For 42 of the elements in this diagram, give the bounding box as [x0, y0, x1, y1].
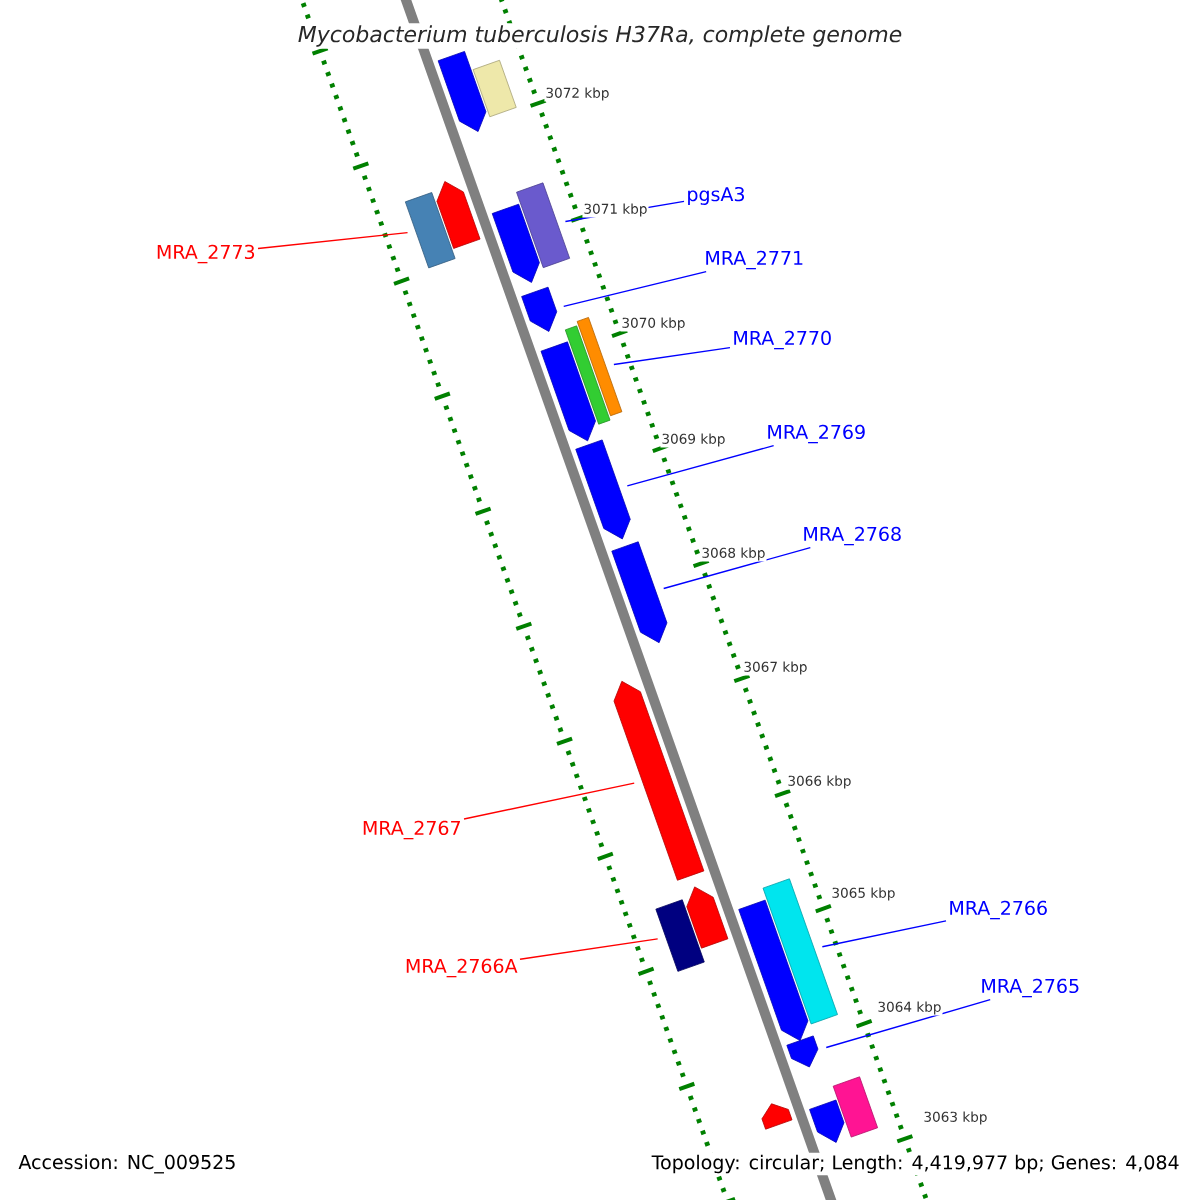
gene-block — [738, 899, 809, 1041]
gene-block — [521, 286, 558, 332]
leader-line — [662, 547, 811, 590]
gene-label: MRA_2766 — [950, 900, 1047, 920]
gene-label: MRA_2770 — [734, 330, 831, 350]
accession-text: Accession: NC_009525 — [16, 1152, 239, 1176]
leader-line — [463, 782, 635, 820]
leader-line — [626, 445, 775, 487]
gene-block — [686, 886, 729, 949]
gene-block — [761, 1103, 793, 1130]
gene-block — [540, 341, 596, 442]
gene-block — [655, 899, 705, 972]
gene-label: MRA_2769 — [768, 424, 865, 444]
gene-label: pgsA3 — [688, 186, 744, 205]
gene-block — [786, 1035, 819, 1068]
gene-label: MRA_2771 — [706, 250, 803, 270]
gene-label: MRA_2767 — [363, 820, 460, 840]
gene-block — [491, 203, 540, 283]
leader-line — [821, 920, 947, 948]
gene-label: MRA_2773 — [157, 244, 255, 264]
gene-block — [472, 59, 517, 118]
leader-line — [519, 938, 659, 960]
gene-block — [516, 182, 571, 269]
gene-block — [613, 680, 705, 881]
title: Mycobacterium tuberculosis H37Ra, complete genome — [295, 23, 905, 49]
gene-block — [436, 181, 481, 249]
genome-info-text: Topology: circular; Length: 4,419,977 bp; Genes: 4,084 — [649, 1152, 1182, 1176]
gene-block — [832, 1076, 878, 1138]
gene-label: MRA_2768 — [804, 526, 901, 546]
gene-block — [404, 192, 456, 269]
gene-label: MRA_2766A — [406, 958, 518, 978]
gene-block — [809, 1099, 845, 1143]
leader-line — [613, 346, 731, 366]
leader-line — [563, 271, 707, 308]
gene-block — [611, 541, 668, 644]
leader-line — [825, 999, 991, 1049]
leader-line — [257, 231, 409, 250]
gene-block — [575, 439, 631, 540]
gene-block — [437, 51, 487, 132]
gene-block — [564, 325, 611, 425]
gene-label: MRA_2765 — [982, 978, 1079, 998]
gene-block — [576, 317, 623, 417]
